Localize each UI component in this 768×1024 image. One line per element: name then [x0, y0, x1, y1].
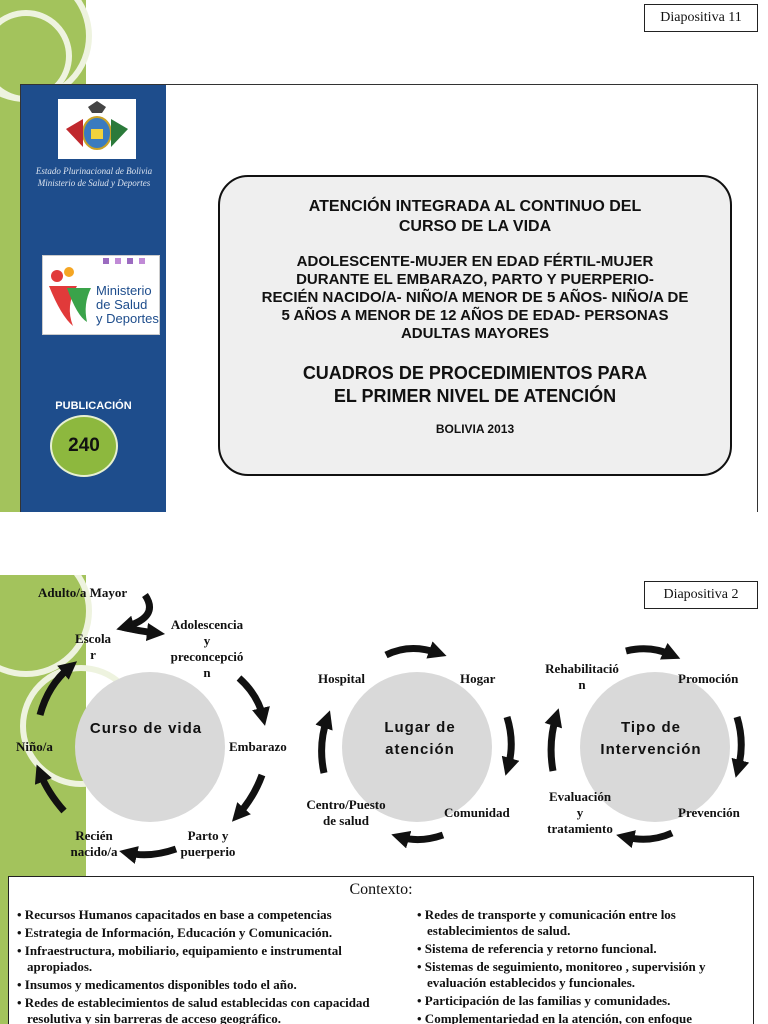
label-evaluacion: Evaluación y tratamiento [547, 789, 613, 836]
svg-text:de Salud: de Salud [96, 297, 147, 312]
list-item: • Complementariedad en la atención, con … [417, 1011, 693, 1024]
label-nino: Niño/a [16, 739, 53, 754]
circle-curso-de-vida [75, 672, 225, 822]
label-centro-puesto: Centro/Puesto de salud [306, 797, 386, 828]
label-hospital: Hospital [318, 671, 365, 686]
title-population: ADOLESCENTE-MUJER EN EDAD FÉRTIL-MUJER D… [261, 253, 689, 342]
title-year: BOLIVIA 2013 [435, 422, 515, 436]
context-box: Contexto: • Recursos Humanos capacitados… [8, 876, 754, 1024]
svg-text:Lugar de: Lugar de [384, 719, 455, 736]
svg-text:Curso de vida: Curso de vida [90, 720, 202, 737]
context-left-list: • Recursos Humanos capacitados en base a… [15, 907, 405, 1024]
list-item: • Redes de establecimientos de salud est… [17, 995, 370, 1024]
cycle-arrows-1 [34, 593, 270, 864]
label-adolescencia: Adolescencia y preconcepció n [170, 617, 244, 680]
label-prevencion: Prevención [678, 805, 740, 820]
title-procedures: CUADROS DE PROCEDIMIENTOS PARA EL PRIMER… [302, 363, 648, 406]
slide-label: Diapositiva 2 [644, 581, 758, 609]
list-item: • Participación de las familias y comuni… [417, 993, 671, 1008]
label-adulto: Adulto/a Mayor [38, 585, 128, 600]
list-item: • Redes de transporte y comunicación ent… [417, 907, 676, 938]
label-promocion: Promoción [678, 671, 739, 686]
list-item: • Insumos y medicamentos disponibles tod… [17, 977, 297, 992]
cover-sidebar: Estado Plurinacional de Bolivia Minister… [21, 85, 166, 512]
svg-text:Ministerio: Ministerio [96, 283, 152, 298]
list-item: • Infraestructura, mobiliario, equipamie… [17, 943, 342, 974]
list-item: • Sistema de referencia y retorno funcio… [417, 941, 657, 956]
coat-of-arms-icon [58, 99, 136, 159]
svg-text:Tipo de: Tipo de [621, 719, 681, 736]
publicacion-number: 240 [50, 415, 118, 477]
label-parto: Parto y puerperio [180, 828, 236, 859]
label-comunidad: Comunidad [444, 805, 510, 820]
context-right-list: • Redes de transporte y comunicación ent… [415, 907, 751, 1024]
publicacion-label: PUBLICACIÓN [55, 400, 132, 412]
cover-page: Estado Plurinacional de Bolivia Minister… [20, 84, 758, 512]
context-title: Contexto: [349, 881, 413, 898]
cover-title-box: ATENCIÓN INTEGRADA AL CONTINUO DEL CURSO… [218, 175, 732, 476]
ministerio-logo: Ministerio de Salud y Deportes [42, 255, 160, 335]
svg-text:Intervención: Intervención [600, 741, 701, 758]
svg-text:atención: atención [385, 741, 455, 758]
slide-2: Diapositiva 2 Curso de vida Lug [0, 575, 768, 1024]
slide-label: Diapositiva 11 [644, 4, 758, 32]
estado-text: Estado Plurinacional de Bolivia Minister… [35, 166, 153, 188]
title-main: ATENCIÓN INTEGRADA AL CONTINUO DEL CURSO… [308, 198, 642, 235]
ministerio-logo-icon: Ministerio de Salud y Deportes [49, 258, 159, 326]
slide-1: Diapositiva 11 Estado Plurinacional de B… [0, 0, 758, 512]
list-item: • Sistemas de seguimiento, monitoreo , s… [417, 959, 706, 990]
svg-text:y Deportes: y Deportes [96, 311, 159, 326]
cycle-arrows-3 [544, 642, 750, 848]
label-recien-nacido: Recién nacido/a [70, 828, 118, 859]
cycle-diagram: Curso de vida Lugar de atención [0, 575, 768, 875]
list-item: • Recursos Humanos capacitados en base a… [17, 907, 332, 922]
label-escolar: Escola r [74, 631, 112, 662]
circle-tipo-de-intervencion [580, 672, 730, 822]
circle-lugar-de-atencion [342, 672, 492, 822]
cycle-arrows-2 [315, 641, 520, 849]
label-embarazo: Embarazo [229, 739, 287, 754]
label-rehabilitacion: Rehabilitació n [545, 661, 619, 692]
label-hogar: Hogar [460, 671, 496, 686]
list-item: • Estrategia de Información, Educación y… [17, 925, 333, 940]
